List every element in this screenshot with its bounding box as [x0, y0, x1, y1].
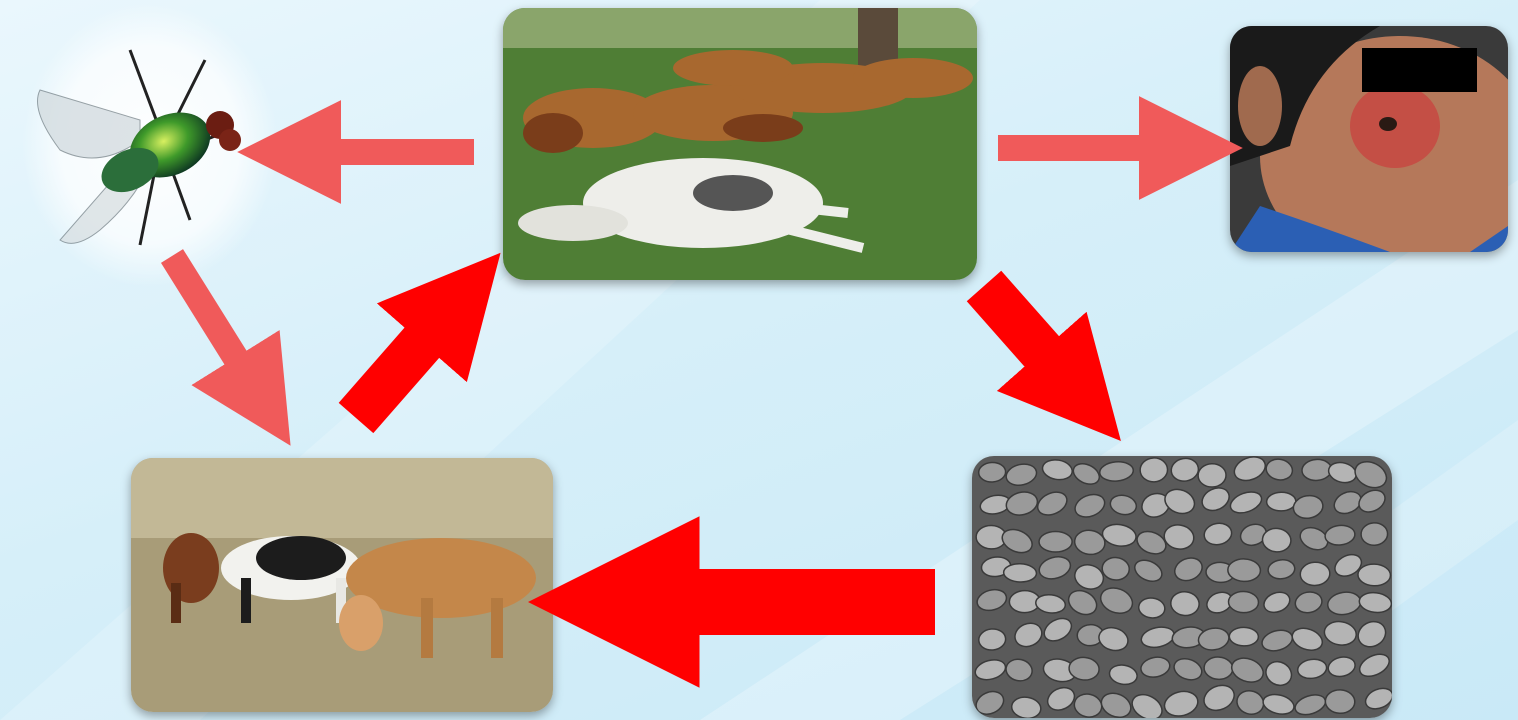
spore	[1266, 492, 1296, 511]
spore	[1140, 457, 1169, 482]
dead-cattle-photo	[503, 8, 977, 280]
spore	[1325, 689, 1356, 714]
spore	[1361, 522, 1389, 546]
spores-micrograph	[972, 456, 1392, 718]
cutaneous-lesion-photo	[1230, 26, 1508, 252]
spore	[1003, 563, 1036, 582]
spore	[1228, 591, 1259, 613]
spore	[1039, 531, 1072, 551]
grazing-cattle-photo	[131, 458, 553, 712]
spore	[1198, 463, 1227, 487]
spore	[1229, 627, 1258, 646]
spore	[1227, 558, 1260, 582]
fly-icon	[20, 0, 280, 290]
spore	[1358, 564, 1391, 587]
spore	[978, 462, 1006, 483]
redaction-bar	[1362, 48, 1477, 92]
